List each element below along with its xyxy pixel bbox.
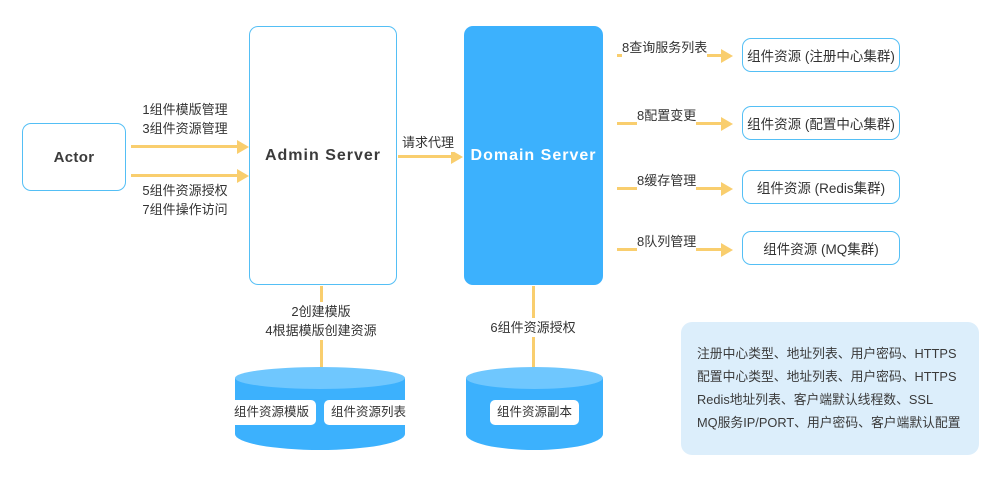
datastore-component-resources: 组件资源模版 组件资源列表 [226,367,414,455]
cylinder-label-group: 组件资源模版 组件资源列表 [226,400,414,425]
cylinder-top [235,367,405,389]
label-actor-to-admin-top: 1组件模版管理 3组件资源管理 [142,100,228,138]
datastore-pill-template: 组件资源模版 [226,400,316,425]
label-line-1: 2创建模版 [291,304,351,319]
label-line-2: 7组件操作访问 [142,202,228,217]
resource-box-registry-center: 组件资源 (注册中心集群) [742,38,900,72]
arrow-actor-to-admin-top [131,145,238,148]
actor-label: Actor [53,148,95,166]
resource-box-label: 组件资源 (MQ集群) [763,242,879,257]
config-info-panel: 注册中心类型、地址列表、用户密码、HTTPS 配置中心类型、地址列表、用户密码、… [681,322,979,455]
resource-box-redis: 组件资源 (Redis集群) [742,170,900,204]
datastore-pill-replica: 组件资源副本 [489,400,579,425]
info-line-config: 配置中心类型、地址列表、用户密码、HTTPS [697,368,957,384]
cylinder-label-group: 组件资源副本 [466,400,603,425]
datastore-pill-list: 组件资源列表 [324,400,414,425]
label-admin-to-store: 2创建模版 4根据模版创建资源 [265,302,377,340]
info-line-redis: Redis地址列表、客户端默认线程数、SSL [697,392,934,407]
label-line-1: 6组件资源授权 [490,320,576,335]
label-domain-to-resource-3: 8缓存管理 [637,171,697,190]
domain-server-label: Domain Server [470,146,597,164]
label-line-1: 5组件资源授权 [142,183,228,198]
label-actor-to-admin-bottom: 5组件资源授权 7组件操作访问 [142,181,228,219]
arrow-admin-to-domain [398,155,452,158]
admin-server-node: Admin Server [249,26,397,285]
resource-box-config-center: 组件资源 (配置中心集群) [742,106,900,140]
info-line-mq: MQ服务IP/PORT、用户密码、客户端默认配置 [697,415,961,431]
resource-box-label: 组件资源 (注册中心集群) [747,49,895,64]
datastore-component-replica: 组件资源副本 [466,367,603,455]
domain-server-node: Domain Server [464,26,603,285]
resource-box-label: 组件资源 (Redis集群) [756,181,886,196]
label-line-1: 请求代理 [401,135,455,150]
label-domain-to-store: 6组件资源授权 [490,318,576,337]
resource-box-label: 组件资源 (配置中心集群) [747,117,895,132]
label-domain-to-resource-1: 8查询服务列表 [622,38,708,57]
admin-server-label: Admin Server [264,146,382,164]
label-line-1: 1组件模版管理 [142,102,228,117]
label-line-2: 4根据模版创建资源 [265,323,377,338]
info-line-registry: 注册中心类型、地址列表、用户密码、HTTPS [697,345,957,361]
arrow-actor-to-admin-bottom [131,174,238,177]
label-domain-to-resource-2: 8配置变更 [637,106,697,125]
actor-node: Actor [22,123,126,191]
label-line-2: 3组件资源管理 [142,121,228,136]
resource-box-mq: 组件资源 (MQ集群) [742,231,900,265]
cylinder-top [466,367,603,389]
label-domain-to-resource-4: 8队列管理 [637,232,697,251]
label-admin-to-domain: 请求代理 [401,133,455,152]
